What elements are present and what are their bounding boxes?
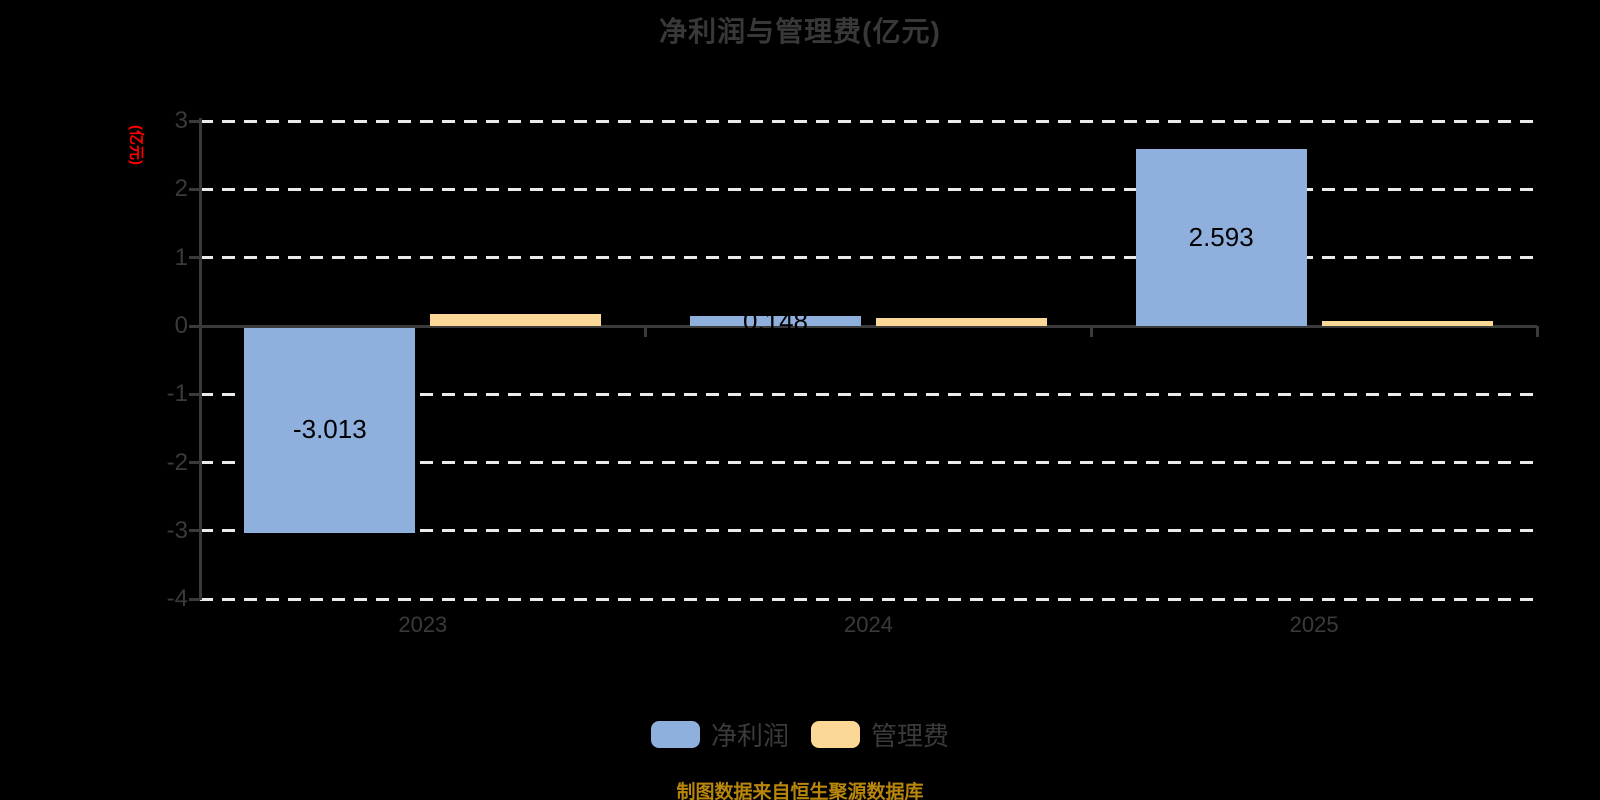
x-axis-tick-1 (644, 326, 648, 337)
y-axis-tick-0 (189, 324, 200, 328)
chart-title: 净利润与管理费(亿元) (659, 16, 941, 47)
gridline-y-1 (200, 256, 1537, 260)
gridline-y-2 (200, 187, 1537, 191)
x-axis-tick-2 (1089, 326, 1093, 337)
y-axis-tick--1 (189, 392, 200, 396)
bar-mgmt-fee-2025 (1321, 320, 1493, 326)
x-axis-tick-3 (1535, 326, 1539, 337)
y-tick-label--3: -3 (166, 516, 188, 544)
bar-value-label-net-profit-2024: 0.148 (742, 305, 809, 336)
gridline-y--1 (200, 392, 1537, 396)
x-category-label-2024: 2024 (844, 612, 893, 637)
legend-label-mgmt-fee: 管理费 (871, 720, 950, 751)
y-tick-label--4: -4 (166, 585, 188, 613)
gridline-y-3 (200, 119, 1537, 123)
y-tick-label--2: -2 (166, 448, 188, 476)
bar-mgmt-fee-2023 (430, 313, 602, 326)
bar-net-profit-2023 (244, 327, 416, 534)
x-axis-line (200, 324, 1537, 328)
legend-item-net-profit[interactable]: 净利润 (650, 716, 789, 753)
bar-mgmt-fee-2024 (876, 317, 1047, 326)
legend-label-net-profit: 净利润 (710, 720, 789, 751)
y-axis-tick-3 (189, 119, 200, 123)
y-tick-label-0: 0 (174, 312, 188, 339)
bar-net-profit-2024 (690, 315, 861, 326)
y-tick-label-1: 1 (174, 243, 188, 271)
bar-net-profit-2025 (1135, 148, 1307, 326)
bar-value-label-net-profit-2023: -3.013 (292, 413, 367, 444)
gridline-y--2 (200, 461, 1537, 465)
x-category-label-2025: 2025 (1289, 612, 1339, 637)
gridline-y--3 (200, 529, 1537, 533)
gridline-y--4 (200, 597, 1537, 601)
y-axis-tick-2 (189, 187, 200, 191)
y-tick-label-2: 2 (174, 175, 188, 203)
legend: 净利润 管理费 (0, 714, 1600, 754)
legend-swatch-mgmt-fee (811, 720, 860, 748)
legend-swatch-net-profit (650, 720, 700, 748)
data-source-note: 制图数据来自恒生聚源数据库 (676, 782, 924, 800)
y-axis-tick--2 (189, 461, 200, 465)
bar-value-label-net-profit-2025: 2.593 (1188, 222, 1254, 253)
y-axis-tick--3 (189, 529, 200, 533)
x-category-label-2023: 2023 (398, 612, 448, 637)
legend-item-mgmt-fee[interactable]: 管理费 (811, 716, 949, 753)
y-axis-line (198, 118, 202, 600)
y-tick-label-3: 3 (174, 107, 188, 135)
y-axis-tick--4 (189, 597, 200, 601)
y-tick-label--1: -1 (166, 380, 188, 408)
y-axis-tick-1 (189, 256, 200, 260)
